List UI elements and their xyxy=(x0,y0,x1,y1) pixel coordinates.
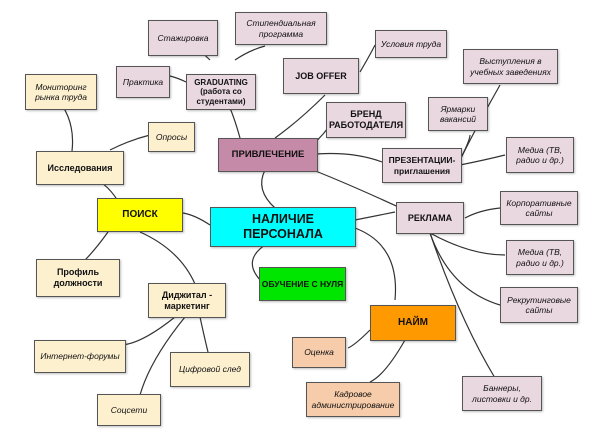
node-stazhirovka: Стажировка xyxy=(148,20,218,56)
link-naim-kadrovoe xyxy=(369,339,406,383)
node-obuchenie: ОБУЧЕНИЕ С НУЛЯ xyxy=(259,267,346,301)
link-reklama-bannery xyxy=(429,232,496,379)
node-media1: Медиа (ТВ, радио и др.) xyxy=(506,137,574,173)
link-reklama-media2 xyxy=(429,232,506,256)
link-issledovaniya-monitoring xyxy=(61,104,74,152)
link-naim-ocenka xyxy=(347,329,371,349)
node-usloviya: Условия труда xyxy=(375,30,447,58)
node-oprosy: Опросы xyxy=(148,122,195,152)
node-forumy: Интернет-форумы xyxy=(34,340,126,373)
link-center-poisk xyxy=(182,212,211,226)
node-prezent: ПРЕЗЕНТАЦИИ-приглашения xyxy=(382,148,462,183)
node-stipend: Стипендиальная программа xyxy=(235,12,327,45)
link-graduating-stipend xyxy=(234,45,266,61)
node-joboffer: JOB OFFER xyxy=(283,58,359,94)
node-issledovaniya: Исследования xyxy=(36,151,124,185)
link-poisk-profil xyxy=(84,231,109,261)
node-privlechenie: ПРИВЛЕЧЕНИЕ xyxy=(218,138,318,172)
node-media2: Медиа (ТВ, радио и др.) xyxy=(506,240,574,275)
node-profil: Профиль должности xyxy=(36,259,120,297)
node-bannery: Баннеры, листовки и др. xyxy=(462,376,542,411)
link-center-privlechenie xyxy=(261,169,276,209)
node-sled: Цифровой след xyxy=(170,352,250,387)
link-poisk-digital xyxy=(139,231,196,285)
link-joboffer-usloviya xyxy=(359,44,376,73)
link-digital-sled xyxy=(199,316,209,353)
node-poisk: ПОИСК xyxy=(97,198,183,232)
node-ocenka: Оценка xyxy=(292,337,346,368)
link-reklama-rekrut xyxy=(429,232,501,306)
node-naim: НАЙМ xyxy=(370,305,456,341)
link-issledovaniya-oprosy xyxy=(109,134,151,151)
node-socseti: Соцсети xyxy=(97,394,161,426)
node-digital: Диджитал - маркетинг xyxy=(148,283,226,318)
node-rekrut: Рекрутинговые сайты xyxy=(500,287,578,323)
link-digital-socseti xyxy=(139,316,186,396)
node-monitoring: Мониторинг рынка труда xyxy=(25,74,97,110)
link-center-reklama xyxy=(354,211,396,221)
link-center-naim xyxy=(354,227,397,301)
link-graduating-praktika xyxy=(169,75,187,83)
node-kadrovoe: Кадровое администрирование xyxy=(306,382,400,417)
link-prezent-media1 xyxy=(459,154,506,166)
node-korp: Корпоративные сайты xyxy=(500,191,578,225)
node-reklama: РЕКЛАМА xyxy=(396,202,464,234)
node-vystupleniya: Выступления в учебных заведениях xyxy=(463,49,558,84)
link-privlechenie-graduating xyxy=(229,107,241,139)
node-yarmarki: Ярмарки вакансий xyxy=(428,97,488,131)
node-brend: БРЕНД РАБОТОДАТЕЛЯ xyxy=(326,102,406,138)
link-reklama-korp xyxy=(464,207,501,219)
node-praktika: Практика xyxy=(116,66,170,98)
link-privlechenie-joboffer xyxy=(274,94,326,139)
center-node: НАЛИЧИЕ ПЕРСОНАЛА xyxy=(210,207,356,247)
node-graduating: GRADUATING (работа со студентами) xyxy=(186,74,256,110)
